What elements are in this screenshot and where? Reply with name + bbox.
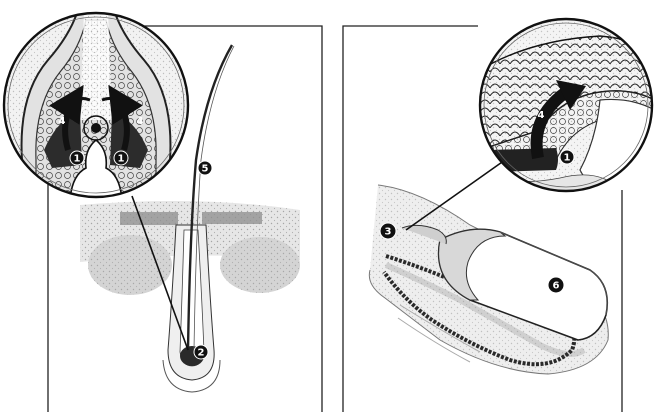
marker-hair-arrow-left-label: 4 <box>59 116 66 127</box>
nail-panel: 4 1 3 6 <box>343 10 658 412</box>
marker-nail-plate-label: 6 <box>553 281 560 292</box>
marker-hair-arrow-right: 4 <box>137 116 144 127</box>
marker-hair-matrix-right: 1 <box>114 151 128 165</box>
marker-nail-matrix: 1 <box>560 150 574 164</box>
marker-nail-root-label: 3 <box>385 227 392 238</box>
marker-nail-root: 3 <box>380 223 396 239</box>
hair-panel: 1 1 4 4 2 5 <box>0 0 322 412</box>
marker-hair-arrow-left: 4 <box>59 116 66 127</box>
marker-hair-bulb-label: 2 <box>198 348 205 359</box>
hair-magnifier <box>0 0 200 200</box>
marker-hair-matrix-left: 1 <box>70 151 84 165</box>
marker-hair-matrix-right-label: 1 <box>118 154 125 165</box>
nail-magnifier <box>470 10 658 210</box>
marker-nail-arrow-label: 4 <box>538 110 545 121</box>
marker-hair-bulb: 2 <box>194 345 208 359</box>
marker-hair-shaft-label: 5 <box>202 164 209 175</box>
marker-hair-matrix-left-label: 1 <box>74 154 81 165</box>
marker-nail-arrow: 4 <box>538 110 545 121</box>
marker-nail-matrix-label: 1 <box>564 153 571 164</box>
marker-hair-shaft: 5 <box>198 161 212 175</box>
marker-nail-plate: 6 <box>548 277 564 293</box>
marker-hair-arrow-right-label: 4 <box>137 116 144 127</box>
